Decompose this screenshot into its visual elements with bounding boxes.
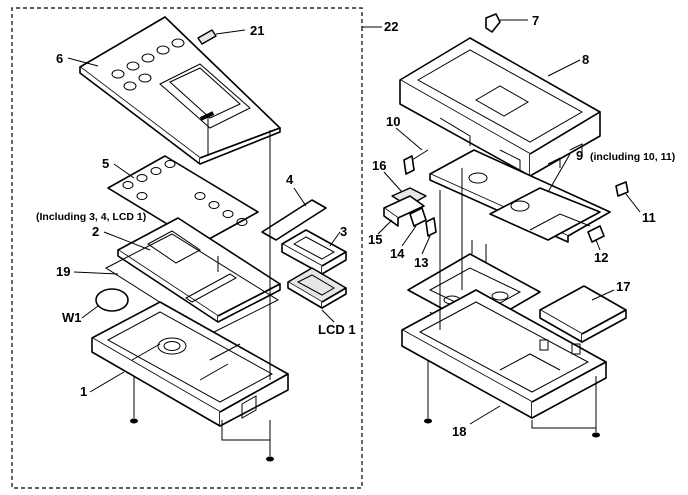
label-11: 11 xyxy=(642,210,656,225)
part-12-latch xyxy=(587,225,605,243)
label-6: 6 xyxy=(56,51,63,66)
leader-1 xyxy=(89,371,125,393)
label-21: 21 xyxy=(250,23,264,38)
label-19: 19 xyxy=(56,264,70,279)
label-lcd1: LCD 1 xyxy=(318,322,356,337)
part-13-pin xyxy=(425,217,437,237)
label-16: 16 xyxy=(372,158,386,173)
label-10: 10 xyxy=(386,114,400,129)
label-2: 2 xyxy=(92,224,99,239)
screws-left xyxy=(130,376,274,462)
part-14-holder xyxy=(409,207,427,227)
part-21-button xyxy=(197,29,217,45)
leader-6 xyxy=(67,57,99,67)
label-22: 22 xyxy=(384,19,398,34)
leader-14 xyxy=(401,225,417,247)
leader-lcd1 xyxy=(321,309,335,323)
leader-21 xyxy=(215,29,246,35)
leader-11 xyxy=(625,193,641,213)
leader-5 xyxy=(113,163,135,179)
part-8-cassette-holder xyxy=(399,37,601,177)
part-lcd1 xyxy=(287,267,347,309)
leader-10 xyxy=(395,127,423,151)
label-w1: W1 xyxy=(62,310,82,325)
label-8: 8 xyxy=(582,52,589,67)
label-9-note: (including 10, 11) xyxy=(590,151,675,163)
leader-19 xyxy=(73,271,119,275)
leader-13 xyxy=(421,235,431,255)
part-7-clip xyxy=(485,13,501,33)
part-6-front-panel xyxy=(79,16,281,165)
part-10-spring xyxy=(403,149,429,175)
part-2-circuit-board xyxy=(117,217,281,323)
label-9: 9 xyxy=(576,148,583,163)
label-2-note: (Including 3, 4, LCD 1) xyxy=(36,211,146,223)
part-9-mechanism-plate xyxy=(429,149,611,243)
label-15: 15 xyxy=(368,232,382,247)
leader-9 xyxy=(547,153,571,193)
label-1: 1 xyxy=(80,384,87,399)
label-5: 5 xyxy=(102,156,109,171)
label-13: 13 xyxy=(414,255,428,270)
part-w1-disc xyxy=(95,288,129,312)
label-18: 18 xyxy=(452,424,466,439)
label-4: 4 xyxy=(286,172,294,187)
leader-4 xyxy=(293,187,307,207)
label-7: 7 xyxy=(532,13,539,28)
leader-2 xyxy=(103,231,151,251)
part-4-flex-cable xyxy=(261,199,327,241)
leader-16 xyxy=(383,171,403,193)
label-3: 3 xyxy=(340,224,347,239)
leader-8 xyxy=(547,59,581,77)
leader-15 xyxy=(377,219,393,235)
screws-right xyxy=(424,360,600,438)
label-17: 17 xyxy=(616,279,630,294)
leader-18 xyxy=(469,405,501,425)
part-3-lcd-frame xyxy=(281,229,347,275)
label-12: 12 xyxy=(594,250,608,265)
label-14: 14 xyxy=(390,246,405,261)
leader-3 xyxy=(329,231,341,247)
part-1-bottom-cabinet xyxy=(91,301,289,427)
leader-12 xyxy=(595,239,601,251)
leader-17 xyxy=(591,289,615,301)
assembly-22-boundary xyxy=(11,7,363,489)
leader-w1 xyxy=(81,305,99,319)
part-17-cover xyxy=(539,285,627,343)
part-15-head xyxy=(383,195,425,227)
part-18-bottom-chassis xyxy=(401,289,607,419)
part-11-knob xyxy=(615,181,629,197)
